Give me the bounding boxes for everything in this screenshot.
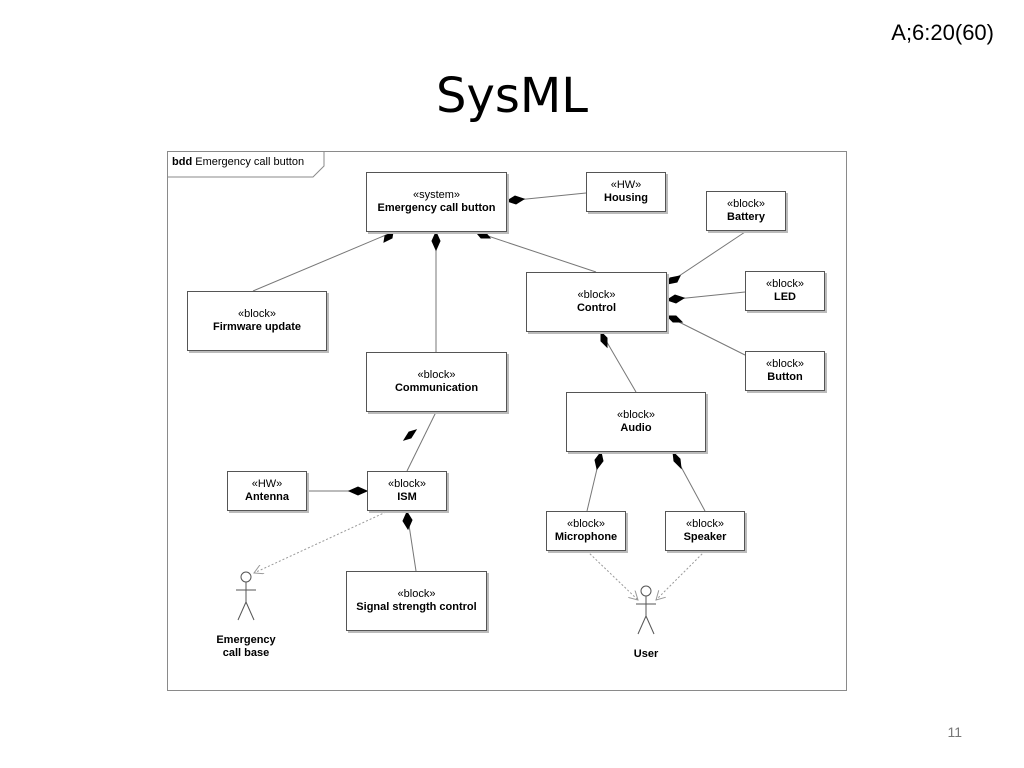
- bdd-frame: bdd Emergency call button: [167, 151, 847, 691]
- block-stereotype: «block»: [577, 289, 616, 301]
- block-name: Control: [576, 302, 617, 314]
- block-stereotype: «block»: [567, 518, 605, 530]
- block-stereotype: «block»: [388, 478, 426, 490]
- link-system-control: [475, 231, 597, 273]
- block-microphone[interactable]: «block» Microphone: [546, 511, 626, 551]
- block-stereotype: «block»: [417, 369, 456, 381]
- frame-label: bdd Emergency call button: [172, 156, 304, 168]
- dep-ism-base: [254, 511, 387, 573]
- diamond-control-led: [665, 294, 686, 304]
- block-name: LED: [774, 291, 796, 303]
- block-signal-strength-control[interactable]: «block» Signal strength control: [346, 571, 487, 631]
- block-firmware-update[interactable]: «block» Firmware update: [187, 291, 327, 351]
- link-system-firmware: [252, 231, 394, 292]
- block-name: Microphone: [554, 531, 618, 543]
- block-name: Button: [767, 371, 803, 383]
- frame-label-tab: [168, 152, 325, 178]
- actor-label-line: User: [633, 648, 659, 660]
- block-stereotype: «HW»: [610, 179, 642, 191]
- link-communication-ism: [406, 411, 437, 472]
- block-name: Housing: [604, 192, 648, 204]
- block-stereotype: «block»: [727, 198, 765, 210]
- actor-label-line: Emergency: [216, 634, 276, 646]
- block-stereotype: «block»: [397, 588, 436, 600]
- block-stereotype: «block»: [686, 518, 724, 530]
- block-name: Firmware update: [212, 321, 302, 333]
- block-stereotype: «block»: [766, 358, 804, 370]
- block-led[interactable]: «block» LED: [745, 271, 825, 311]
- diamond-system-housing: [505, 195, 526, 205]
- diamond-system-control: [474, 231, 492, 239]
- block-emergency-call-button[interactable]: «system» Emergency call button: [366, 172, 507, 232]
- block-stereotype: «block»: [766, 278, 804, 290]
- actor-label-line: call base: [222, 647, 270, 659]
- block-stereotype: «block»: [238, 308, 276, 320]
- block-antenna[interactable]: «HW» Antenna: [227, 471, 307, 511]
- block-button[interactable]: «block» Button: [745, 351, 825, 391]
- slide-title: SysML: [435, 68, 589, 124]
- block-name: Audio: [620, 422, 652, 434]
- block-ism[interactable]: «block» ISM: [367, 471, 447, 511]
- dep-speaker-user: [656, 550, 706, 600]
- block-name: Speaker: [683, 531, 727, 543]
- diamond-audio-microphone: [594, 450, 604, 471]
- block-stereotype: «block»: [617, 409, 655, 421]
- actor-user-figure: [636, 585, 656, 635]
- block-name: Communication: [394, 382, 479, 394]
- block-housing[interactable]: «HW» Housing: [586, 172, 666, 212]
- diamond-system-firmware: [383, 231, 394, 243]
- link-control-battery: [666, 231, 746, 285]
- diamond-audio-speaker: [672, 450, 682, 470]
- slide-code: A;6:20(60): [891, 20, 994, 45]
- block-name: Emergency call button: [377, 202, 496, 214]
- block-name: Signal strength control: [356, 601, 477, 613]
- diamond-ism-signal: [402, 510, 413, 531]
- block-speaker[interactable]: «block» Speaker: [665, 511, 745, 551]
- actor-user-label: User: [606, 648, 686, 661]
- block-name: Battery: [727, 211, 765, 223]
- block-name: Antenna: [245, 491, 289, 503]
- block-name: ISM: [397, 491, 417, 503]
- actor-emergency-call-base-label: Emergency call base: [206, 634, 286, 660]
- diamond-control-button: [665, 315, 684, 323]
- diamond-control-audio: [600, 330, 608, 349]
- actor-base-figure: [236, 571, 256, 621]
- diamond-control-battery: [666, 275, 681, 285]
- diamond-system-communication: [431, 230, 441, 252]
- diamond-antenna-ism: [347, 486, 369, 496]
- page-number: 11: [947, 724, 962, 740]
- block-stereotype: «system»: [412, 189, 461, 201]
- block-stereotype: «HW»: [251, 478, 283, 490]
- frame-kind: bdd: [172, 156, 193, 168]
- block-battery[interactable]: «block» Battery: [706, 191, 786, 231]
- frame-name: Emergency call button: [195, 156, 305, 168]
- block-audio[interactable]: «block» Audio: [566, 392, 706, 452]
- block-control[interactable]: «block» Control: [526, 272, 667, 332]
- block-communication[interactable]: «block» Communication: [366, 352, 507, 412]
- diamond-communication-ism: [402, 429, 418, 441]
